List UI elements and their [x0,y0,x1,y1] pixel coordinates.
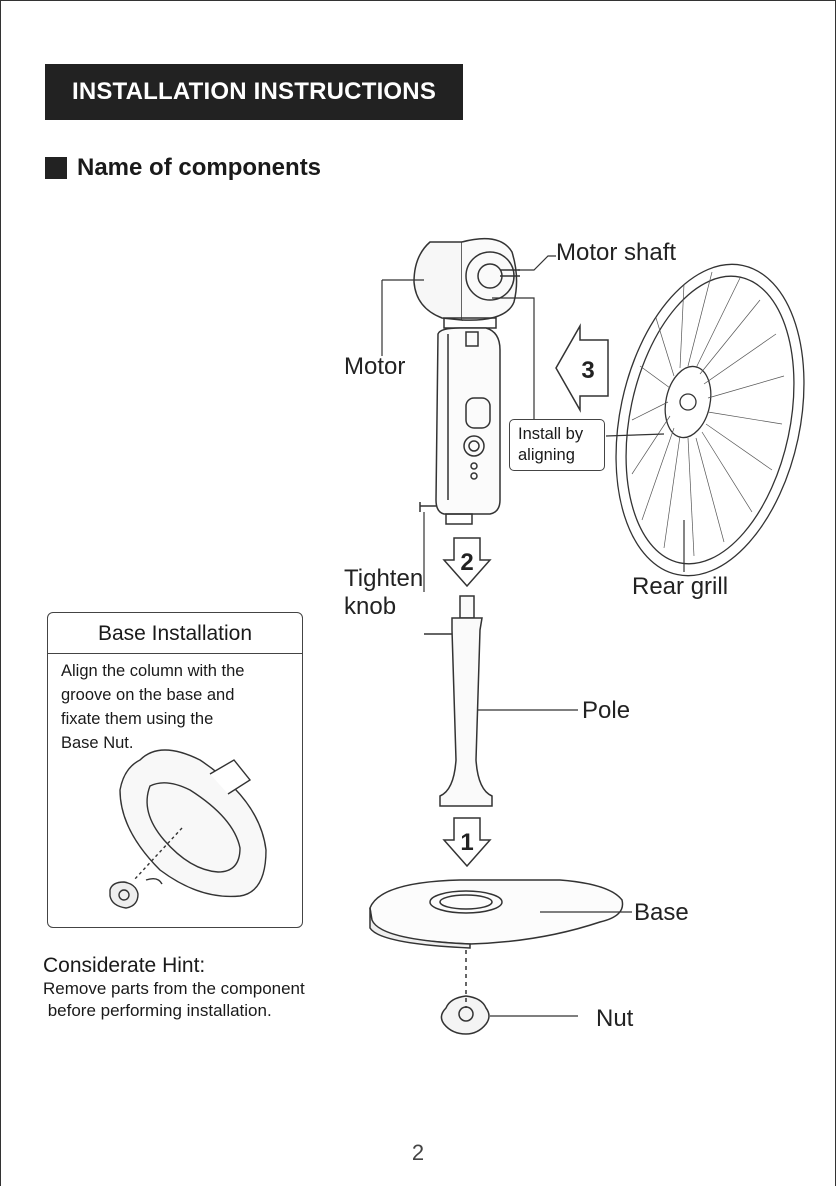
base-desc-line: fixate them using the [61,710,214,728]
step-arrows [442,323,609,868]
base-installation-box: Base Installation Align the column with … [47,612,303,928]
base-installation-description: Align the column with the groove on the … [61,659,293,755]
step-1-arrow [442,817,492,868]
motor-drawing [413,237,520,525]
base-desc-line: groove on the base and [61,686,235,704]
base-desc-line: Align the column with the [61,662,245,680]
pole-drawing [424,595,493,807]
page-title: INSTALLATION INSTRUCTIONS [45,64,463,120]
section-heading: Name of components [45,152,321,184]
hint-line: Remove parts from the component [43,979,305,998]
page-number: 2 [411,1140,425,1165]
label-rear-grill: Rear grill [632,573,729,600]
step-2-arrow [442,537,492,588]
label-tighten-knob-line-1: Tighten [344,565,424,592]
step-1-number: 1 [460,829,473,856]
hint-title: Considerate Hint: [43,954,206,977]
leader-lines [381,255,685,1017]
step-2-number: 2 [460,549,473,576]
nut-drawing [440,950,490,1035]
base-installation-title: Base Installation [48,613,302,654]
label-base: Base [634,899,689,926]
label-motor-shaft: Motor shaft [556,239,677,266]
install-hint-line-2: aligning [518,446,575,464]
install-aligning-callout: Install by aligning [509,419,605,471]
rear-grill-drawing [615,263,805,577]
base-desc-line: Base Nut. [61,734,134,752]
section-square-icon [45,157,67,179]
hint-line: before performing installation. [43,1001,272,1020]
step-3-arrow [555,323,609,413]
section-title: Name of components [77,154,322,181]
install-hint-line-1: Install by [518,425,584,443]
label-motor: Motor [344,353,406,380]
label-tighten-knob-line-2: knob [344,593,397,620]
base-installation-illustration [109,749,267,909]
label-nut: Nut [596,1005,634,1032]
hint-body: Remove parts from the component before p… [43,978,305,1022]
step-3-number: 3 [581,357,594,384]
base-drawing [369,879,624,949]
label-pole: Pole [582,697,631,724]
